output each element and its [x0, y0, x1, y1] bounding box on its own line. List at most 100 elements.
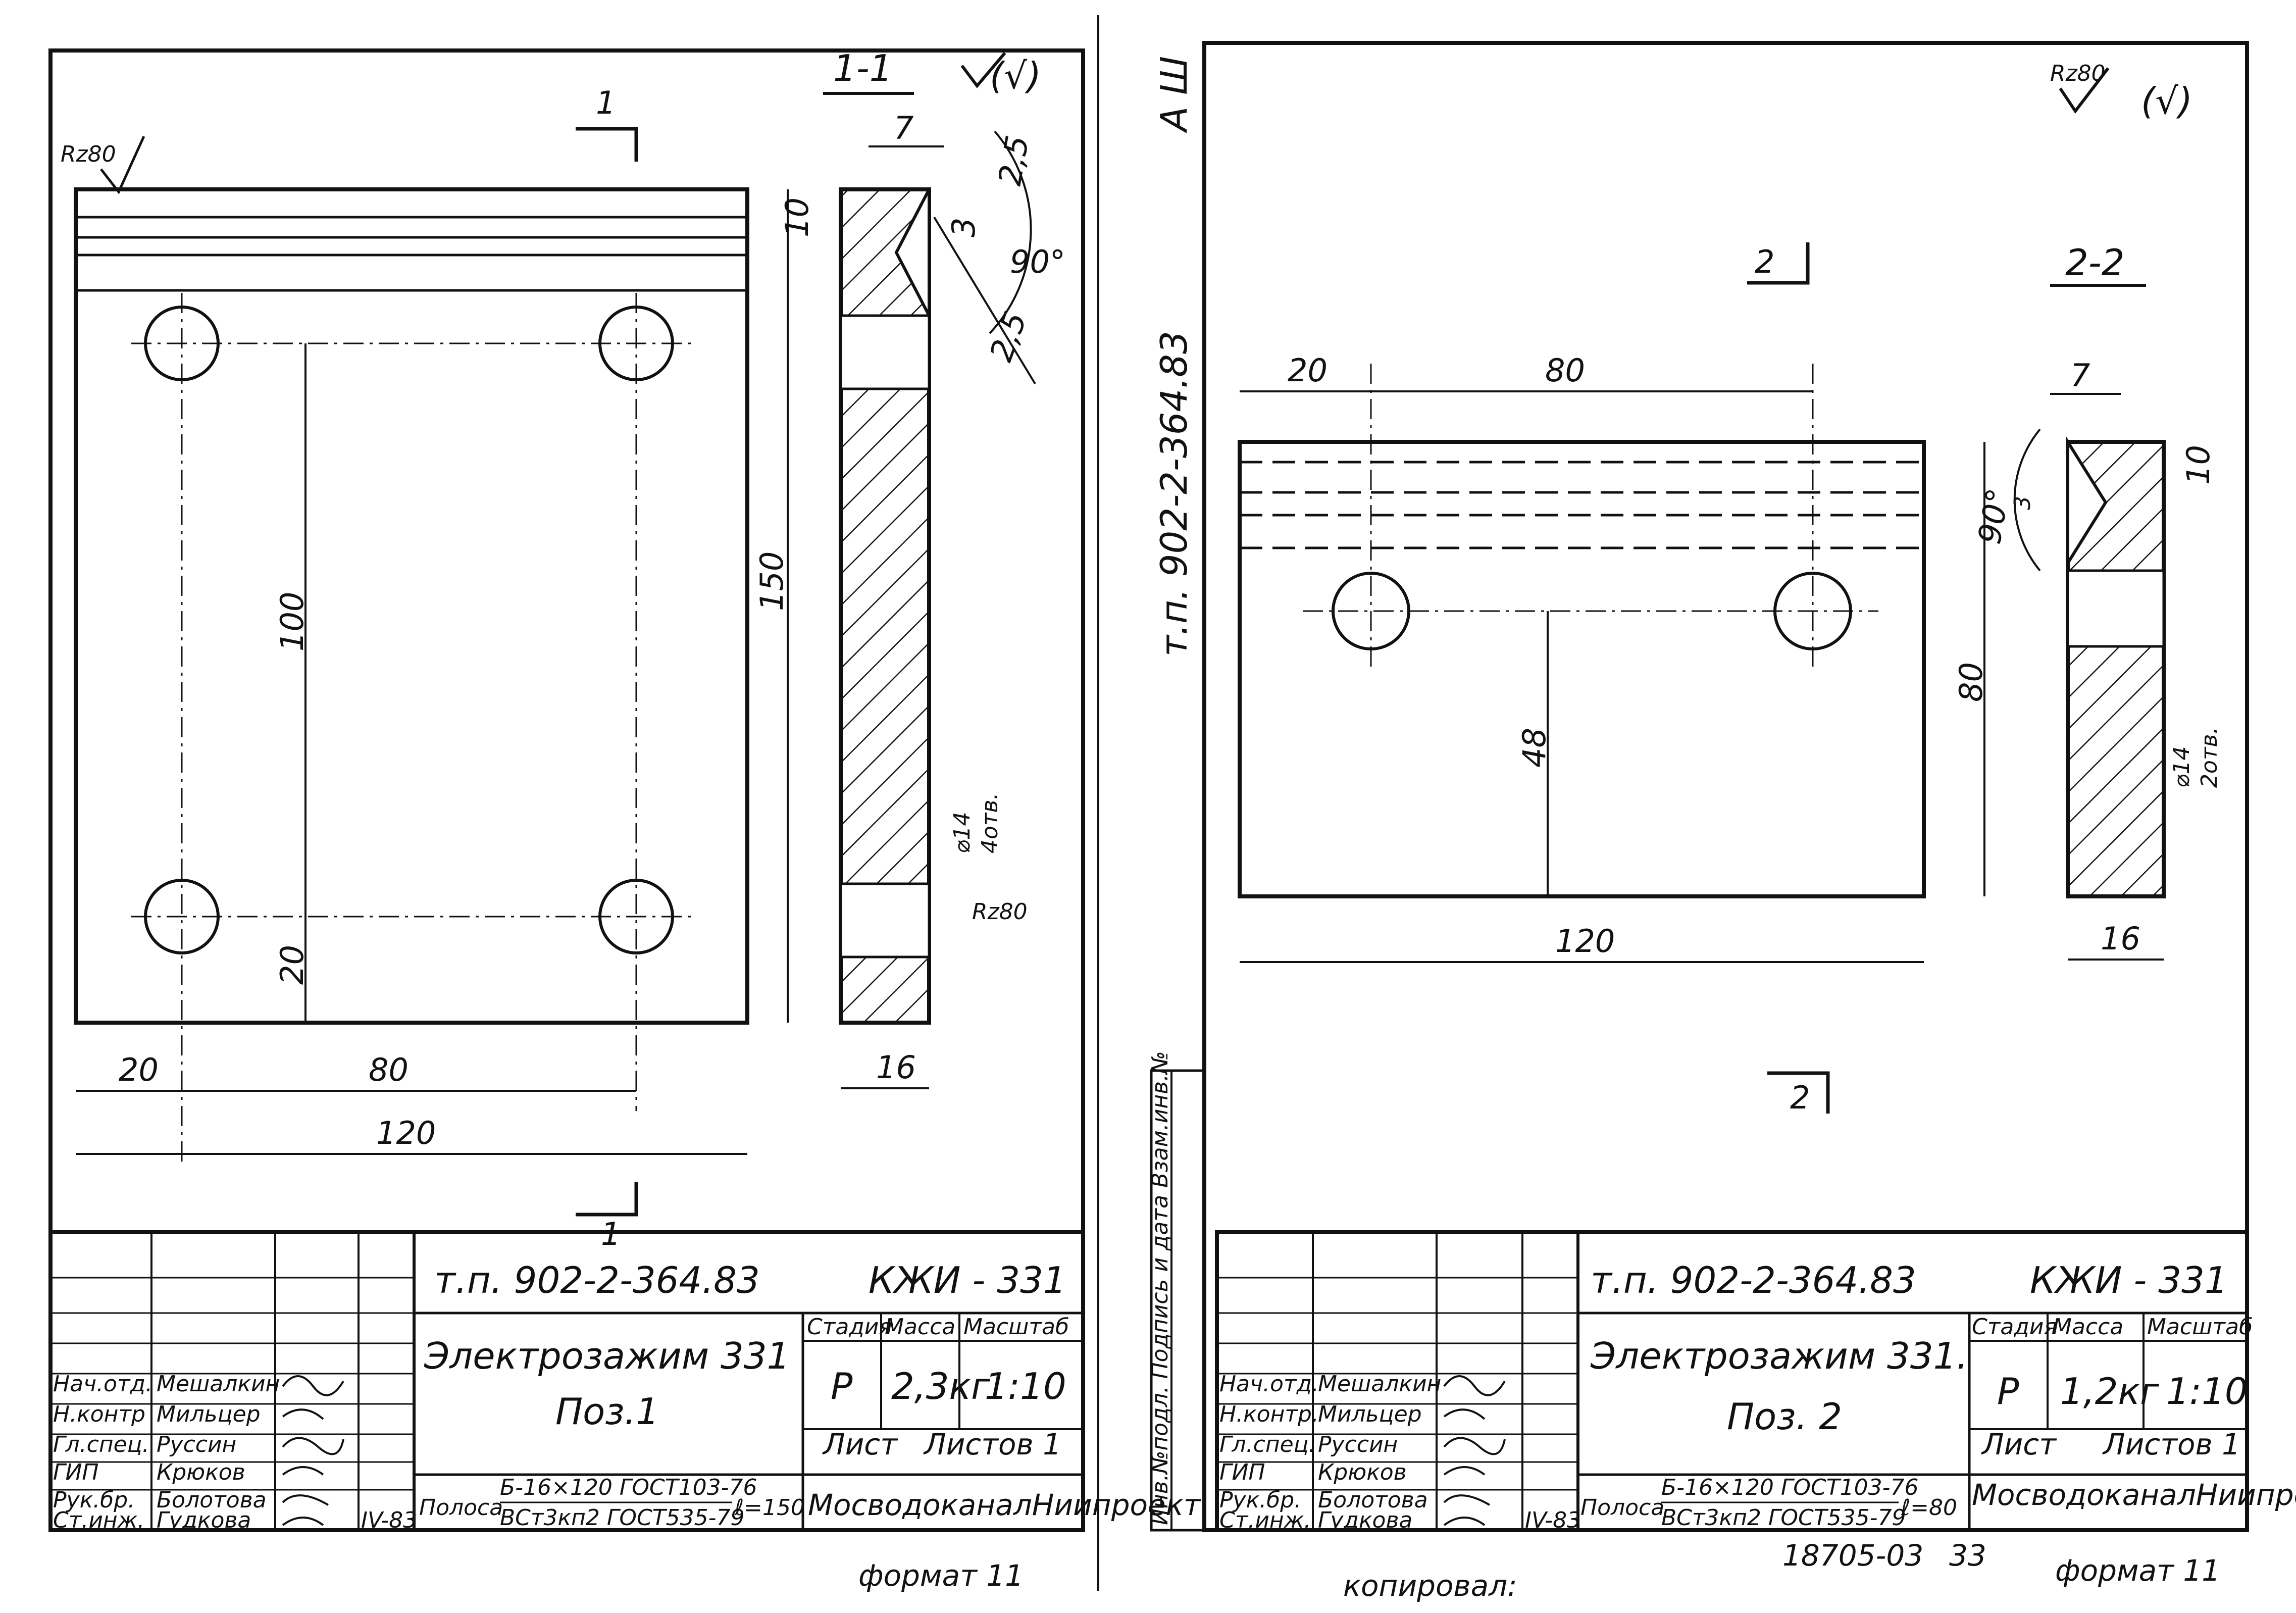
side-doc-number: т.п. 902-2-364.83 — [1153, 331, 1195, 657]
material-length: ℓ=150 — [734, 1495, 805, 1521]
stage-value: Р — [831, 1365, 853, 1407]
title-block-2: т.п. 902-2-364.83 КЖИ - 331 Электрозажим… — [1215, 1230, 2296, 1533]
archive-number: 18705-03 — [1782, 1538, 1923, 1573]
dim-120: 120 — [1555, 923, 1615, 960]
title-block-1: т.п. 902-2-364.83 КЖИ - 331 Электрозажим… — [48, 1230, 1202, 1533]
role: ГИП — [1219, 1459, 1265, 1485]
plate-1-outline — [74, 187, 749, 1025]
dim-20-left: 20 — [119, 1051, 159, 1088]
format-label: формат 11 — [2055, 1553, 2220, 1588]
dim-16: 16 — [2101, 920, 2140, 957]
dim-20: 20 — [1288, 352, 1328, 389]
dim-10: 10 — [779, 197, 815, 237]
role: Н.контр — [53, 1401, 145, 1427]
doc-number: т.п. 902-2-364.83 — [434, 1259, 760, 1301]
stage-header: Стадия — [1972, 1314, 2057, 1340]
v-groove — [2066, 436, 2108, 569]
dim-90: 90° — [1010, 243, 1065, 280]
rz-hole: Rz80 — [972, 899, 1028, 925]
role: Н.контр. — [1219, 1401, 1319, 1427]
page-number: 33 — [1949, 1538, 1986, 1573]
stage-header: Стадия — [807, 1314, 892, 1340]
organization: МосводоканалНиипроект — [808, 1488, 1202, 1522]
dim-80: 80 — [369, 1051, 409, 1088]
dim-20-bottom: 20 — [274, 945, 311, 985]
mass-header: Масса — [2053, 1314, 2123, 1340]
roughness-general: (√) — [2141, 80, 2192, 122]
copied-by: копировал: — [1343, 1569, 1517, 1603]
doc-code: КЖИ - 331 — [869, 1259, 1066, 1301]
role: Рук.бр. — [53, 1487, 135, 1513]
sign-date: IV-83 — [1525, 1507, 1581, 1533]
dim-80-right: 80 — [1953, 662, 1989, 702]
role: ГИП — [53, 1459, 99, 1485]
dim-7: 7 — [2070, 357, 2090, 394]
dim-7: 7 — [894, 110, 913, 146]
dim-10: 10 — [2180, 445, 2217, 485]
signature — [1443, 1375, 1506, 1526]
person-name: Крюков — [1318, 1459, 1407, 1485]
scale-value: 1:10 — [985, 1365, 1066, 1407]
side-code: А Ш — [1153, 56, 1195, 133]
cut-marker-top — [576, 127, 638, 162]
mass-value: 1,2кг — [2060, 1370, 2160, 1413]
roughness-check-icon — [100, 135, 145, 194]
dim-120: 120 — [376, 1115, 436, 1151]
material-prefix: Полоса — [1580, 1495, 1664, 1521]
person-name: Руссин — [1318, 1432, 1398, 1457]
dim-48: 48 — [1516, 728, 1553, 768]
section-hole-gap — [839, 314, 931, 390]
dim-90: 90° — [1971, 486, 2017, 547]
person-name: Мешалкин — [157, 1371, 280, 1397]
product-name: Электрозажим 331 — [424, 1335, 790, 1377]
material-length: ℓ=80 — [1901, 1495, 1957, 1521]
side-stamp — [1150, 1069, 1206, 1532]
position: Поз.1 — [555, 1390, 659, 1433]
signature — [282, 1375, 344, 1526]
roughness-check-icon — [2059, 67, 2110, 114]
sheet-label: Лист — [1981, 1427, 2057, 1461]
doc-code: КЖИ - 331 — [2030, 1259, 2228, 1301]
v-groove — [894, 188, 931, 317]
format-label: формат 11 — [858, 1558, 1024, 1593]
person-name: Болотова — [1318, 1487, 1428, 1513]
role: Гл.спец. — [1219, 1432, 1316, 1457]
cut-marker-bottom — [1767, 1071, 1830, 1114]
dim-80-top: 80 — [1545, 352, 1585, 389]
cut-marker-bottom — [576, 1182, 638, 1217]
hole-diameter: ⌀14 — [949, 812, 975, 853]
product-name: Электрозажим 331. — [1590, 1335, 1968, 1377]
role: Рук.бр. — [1219, 1487, 1301, 1513]
material-bottom: ВСт3кп2 ГОСТ535-79 — [1661, 1505, 1906, 1531]
cut-marker-label: 2 — [1790, 1079, 1810, 1116]
person-name: Гудкова — [157, 1507, 251, 1533]
section-label-2-2: 2-2 — [2065, 241, 2125, 284]
stage-value: Р — [1997, 1370, 2019, 1413]
material-top: Б-16×120 ГОСТ103-76 — [1661, 1475, 1918, 1500]
role: Нач.отд. — [53, 1371, 152, 1397]
side-stamp-text: Инв.№подл. Подпись и дата Взам.инв.№ — [1147, 1051, 1173, 1525]
section-hole-gap — [2066, 569, 2165, 648]
person-name: Мильцер — [157, 1401, 261, 1427]
scale-value: 1:10 — [2166, 1370, 2248, 1413]
doc-number: т.п. 902-2-364.83 — [1591, 1259, 1916, 1301]
sheet-2: А Ш т.п. 902-2-364.83 Инв.№подл. Подпись… — [1097, 15, 2296, 1603]
material-bottom: ВСт3кп2 ГОСТ535-79 — [500, 1505, 744, 1531]
role: Ст.инж. — [1219, 1507, 1311, 1533]
sign-date: IV-83 — [361, 1507, 417, 1533]
cut-marker-top — [1747, 242, 1810, 285]
dim-3: 3 — [945, 218, 982, 237]
hole-count: 4отв. — [977, 793, 1003, 853]
cut-marker-label: 1 — [596, 84, 616, 121]
person-name: Крюков — [157, 1459, 245, 1485]
angle-arc — [989, 130, 1032, 334]
role: Ст.инж. — [53, 1507, 144, 1533]
person-name: Гудкова — [1318, 1507, 1412, 1533]
plate-2-outline — [1238, 440, 1926, 898]
material-prefix: Полоса — [419, 1495, 503, 1521]
person-name: Мешалкин — [1318, 1371, 1441, 1397]
rz-mark-top: Rz80 — [61, 141, 116, 167]
dim-2-5-bottom: 2,5 — [982, 307, 1034, 367]
position: Поз. 2 — [1727, 1395, 1842, 1438]
